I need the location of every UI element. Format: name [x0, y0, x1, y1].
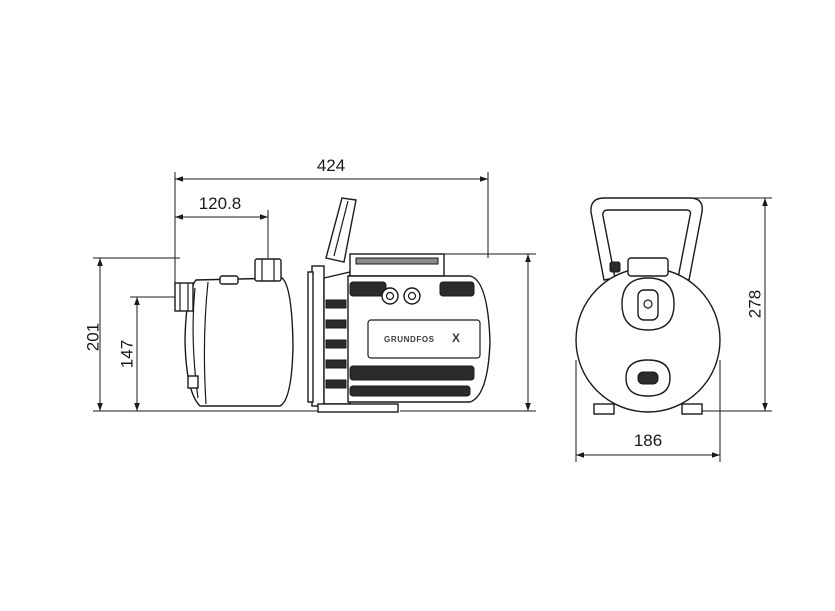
base-foot	[317, 403, 399, 413]
flange-rim	[307, 271, 314, 403]
front-outlet-boss	[627, 257, 669, 277]
inlet-port	[174, 282, 194, 312]
brand-logo-mark: X	[452, 331, 461, 345]
front-foot-right	[681, 403, 703, 415]
cable-gland-1	[381, 287, 399, 305]
dim-label-front-width: 186	[634, 431, 662, 450]
dim-label-inlet-height: 147	[117, 340, 136, 368]
dim-label-inlet-offset: 120.8	[199, 194, 242, 213]
dim-label-overall-height: 201	[83, 323, 102, 351]
dim-label-front-height: 278	[745, 290, 764, 318]
outlet-port	[254, 258, 282, 282]
dim-label-overall-length: 424	[317, 156, 345, 175]
priming-plug	[219, 275, 239, 285]
side-view: GRUNDFOS X 424 120.8 201 147	[83, 156, 536, 413]
brand-logo-text: GRUNDFOS	[384, 335, 435, 344]
terminal-box	[349, 253, 445, 277]
housing-contour-line-2	[203, 281, 209, 405]
flange-plate	[311, 265, 325, 407]
cable-gland-2	[403, 287, 421, 305]
front-view: 278 186	[575, 197, 772, 462]
logo-panel	[367, 319, 481, 359]
drain-plug	[187, 375, 199, 389]
front-foot-left	[593, 403, 615, 415]
pump-housing	[184, 277, 294, 407]
